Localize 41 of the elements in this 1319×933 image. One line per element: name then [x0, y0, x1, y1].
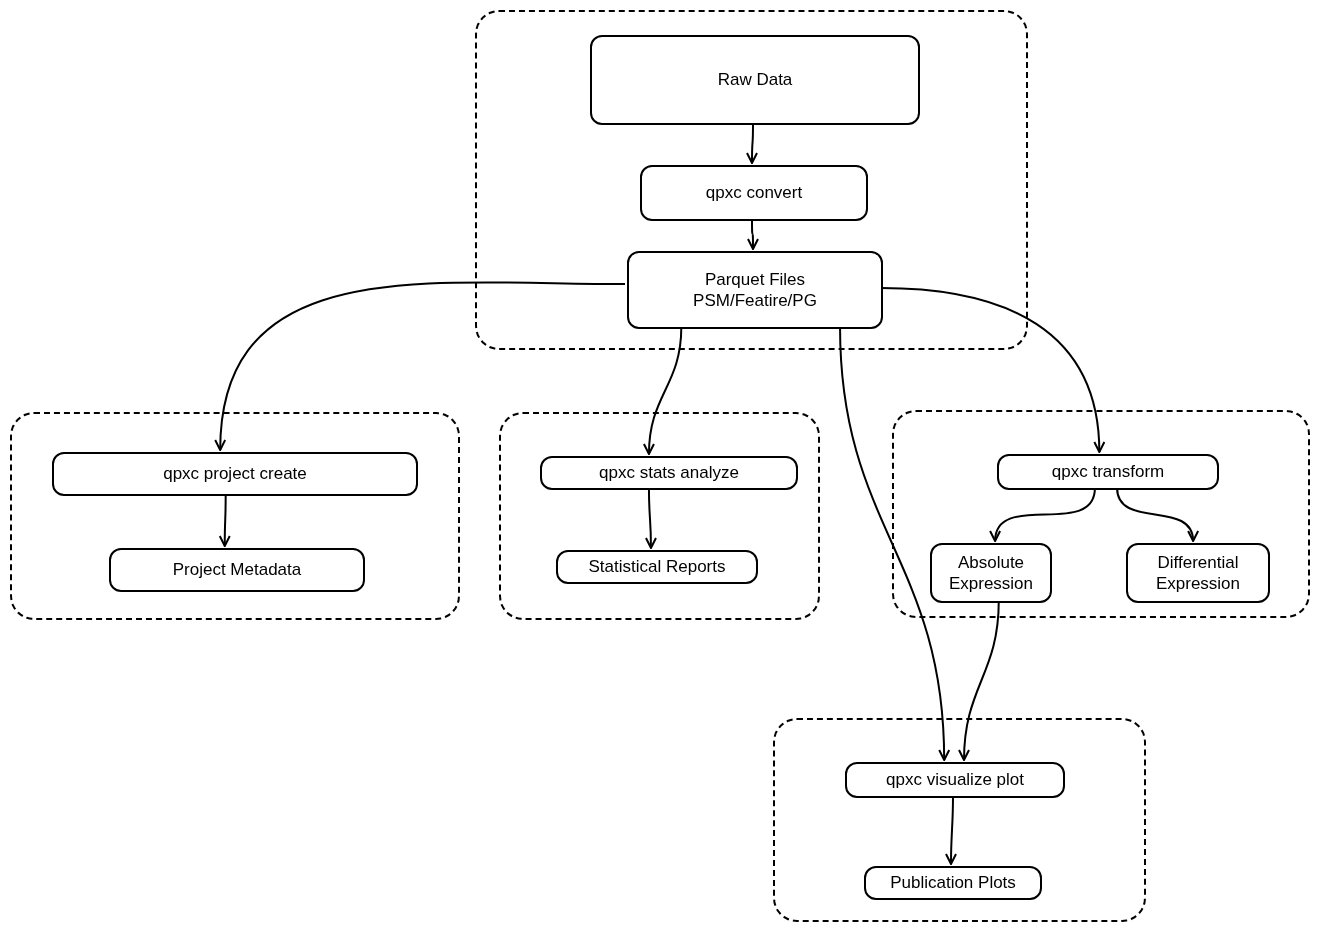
dashed-group-box	[10, 412, 460, 620]
process-box	[627, 251, 883, 329]
arrow	[991, 487, 1096, 542]
process-box	[109, 548, 365, 592]
arrow	[746, 122, 759, 164]
node-label: PSM/Featire/PG	[693, 290, 817, 312]
arrow	[746, 218, 759, 250]
dashed-group-box	[499, 412, 820, 620]
arrow	[958, 600, 1000, 761]
node-label: qpxc transform	[1051, 461, 1165, 483]
node-label: Raw Data	[717, 69, 793, 91]
process-box	[864, 866, 1042, 900]
arrow	[643, 326, 683, 455]
process-box	[997, 454, 1219, 490]
node-label: qpxc convert	[705, 182, 803, 204]
arrow	[1116, 487, 1198, 542]
arrow	[644, 487, 657, 549]
arrow	[215, 281, 626, 451]
process-box	[930, 543, 1052, 603]
process-box	[52, 452, 418, 496]
node-label: Differential Expression	[1154, 551, 1242, 595]
process-box	[590, 35, 920, 125]
node-label: qpxc stats analyze	[599, 462, 739, 484]
node-label: Absolute Expression	[947, 551, 1035, 595]
arrow	[945, 795, 958, 865]
process-box	[540, 456, 798, 490]
node-label: Project Metadata	[172, 559, 302, 581]
node-label: qpxc visualize plot	[886, 769, 1024, 791]
arrow	[218, 493, 231, 547]
process-box	[556, 550, 758, 584]
dashed-group-box	[892, 410, 1310, 618]
node-label: Statistical Reports	[588, 556, 726, 578]
node-label: Parquet Files	[704, 268, 806, 290]
node-label: qpxc project create	[163, 463, 307, 485]
process-box	[1126, 543, 1270, 603]
arrow	[839, 326, 950, 761]
process-box	[845, 762, 1065, 798]
dashed-group-box	[773, 718, 1146, 922]
process-box	[640, 165, 868, 221]
dashed-group-box	[475, 10, 1028, 350]
node-label: Publication Plots	[890, 872, 1016, 894]
